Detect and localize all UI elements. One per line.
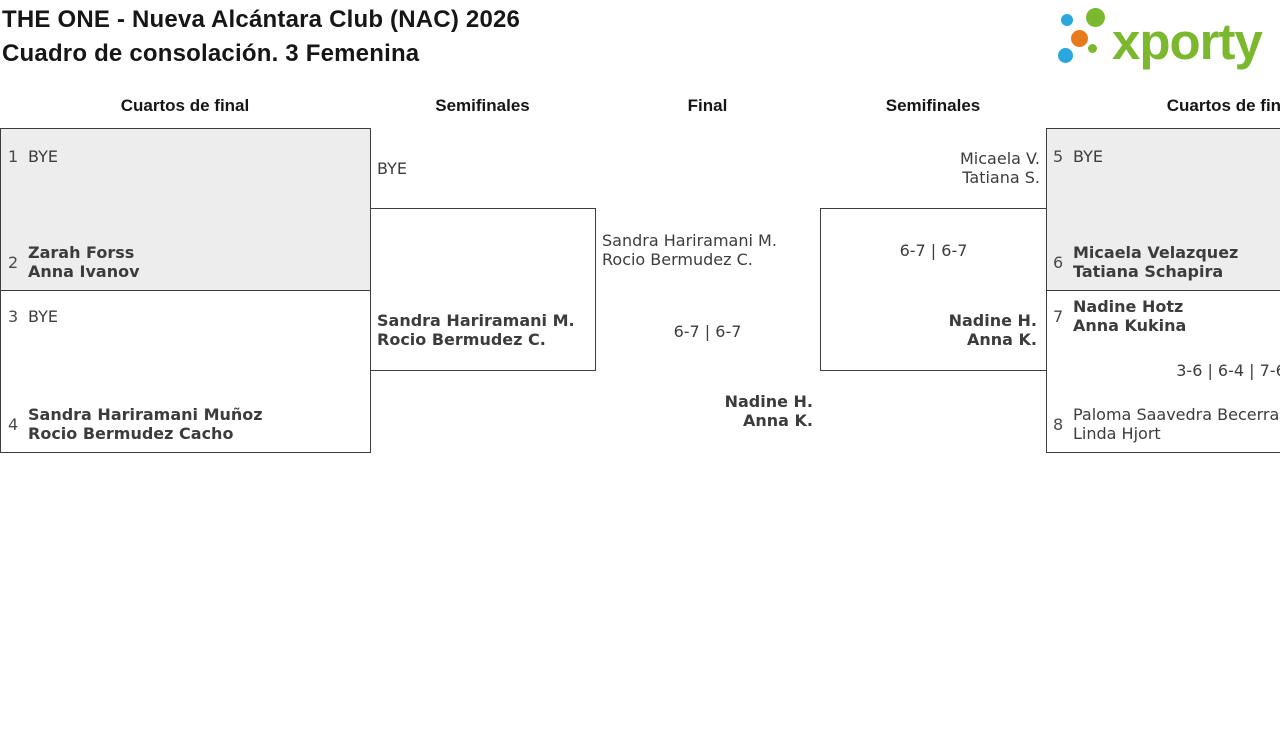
team-slot-sf2-top: Micaela V. Tatiana S. [820,149,1040,187]
team-name-line: BYE [28,147,58,166]
team-name-line: Nadine H. [724,392,813,411]
team-slot-sf1-winner: Sandra Hariramani M. Rocio Bermudez C. [377,311,575,349]
team-slot-qf1-bottom: 2 Zarah Forss Anna Ivanov [8,243,140,281]
team-slot-sf2-winner: Nadine H. Anna K. [820,311,1037,349]
team-slot-sf1-top: BYE [377,159,407,178]
round-header-semifinals-left: Semifinales [435,96,530,115]
team-name-line: Zarah Forss [28,243,135,262]
team-slot-qf1-top: 1 BYE [8,147,58,166]
team-name: Nadine H. Anna K. [820,311,1037,349]
team-name: Sandra Hariramani M. Rocio Bermudez C. [602,231,777,269]
team-name-line: Sandra Hariramani M. [377,311,575,330]
team-name-line: BYE [377,159,407,178]
round-header-semifinals-right: Semifinales [885,96,981,115]
team-name-line: Anna K. [966,330,1037,349]
team-slot-qf4-bottom: 8 Paloma Saavedra Becerra Linda Hjort [1053,405,1279,443]
match-box-qf2[interactable] [0,290,371,453]
xporty-logo[interactable]: xporty [1050,5,1280,71]
team-name-line: Anna Kukina [1073,316,1187,335]
logo-dot-blue-top-icon [1061,14,1073,26]
seed-number: 4 [8,414,19,434]
seed-number: 7 [1053,306,1064,326]
match-box-sf1[interactable] [370,208,596,371]
match-box-qf4[interactable] [1046,290,1280,453]
team-name-line: Sandra Hariramani M. [602,231,777,250]
logo-dot-blue-bottom-icon [1058,48,1073,63]
team-name-line: Sandra Hariramani Muñoz [28,405,263,424]
team-name-line: Paloma Saavedra Becerra [1073,405,1280,424]
team-slot-final-winner: Nadine H. Anna K. [595,392,813,430]
draw-title: Cuadro de consolación. 3 Femenina [2,40,420,67]
team-name: Micaela V. Tatiana S. [820,149,1040,187]
seed-number: 8 [1053,414,1064,434]
team-name: Paloma Saavedra Becerra Linda Hjort [1073,405,1279,443]
team-name: Sandra Hariramani Muñoz Rocio Bermudez C… [28,405,263,443]
team-slot-qf3-bottom: 6 Micaela Velazquez Tatiana Schapira [1053,243,1238,281]
round-header-quarterfinals-right: Cuartos de final [1166,96,1280,115]
team-name-line: Rocio Bermudez C. [377,330,546,349]
match-score-sf2: 6-7 | 6-7 [899,241,968,260]
team-slot-qf2-bottom: 4 Sandra Hariramani Muñoz Rocio Bermudez… [8,405,263,443]
page-title: THE ONE - Nueva Alcántara Club (NAC) 202… [2,3,520,71]
match-box-sf2[interactable] [820,208,1047,371]
seed-number: 5 [1053,147,1064,166]
logo-dot-orange-icon [1071,30,1088,47]
logo-dot-green-large-icon [1086,8,1105,27]
team-name-line: Micaela Velazquez [1073,243,1239,262]
team-name: Micaela Velazquez Tatiana Schapira [1073,243,1238,281]
seed-number: 6 [1053,252,1064,272]
team-name-line: Rocio Bermudez Cacho [28,424,234,443]
team-name-line: Nadine H. [948,311,1037,330]
seed-number: 1 [8,147,19,166]
tournament-title: THE ONE - Nueva Alcántara Club (NAC) 202… [2,6,521,33]
match-box-qf3[interactable] [1046,128,1280,291]
seed-number: 3 [8,307,19,326]
match-score-final: 6-7 | 6-7 [673,322,742,341]
team-name-line: Tatiana Schapira [1073,262,1224,281]
team-slot-final-top: Sandra Hariramani M. Rocio Bermudez C. [602,231,777,269]
team-name-line: Linda Hjort [1073,424,1161,443]
team-name-line: BYE [1073,147,1103,166]
team-slot-qf2-top: 3 BYE [8,307,58,326]
round-header-final: Final [687,96,728,115]
team-name: Zarah Forss Anna Ivanov [28,243,140,281]
team-name-line: Anna K. [742,411,813,430]
team-name-line: Rocio Bermudez C. [602,250,753,269]
seed-number: 2 [8,252,19,272]
team-name: Nadine H. Anna K. [595,392,813,430]
team-name-line: Micaela V. [960,149,1040,168]
match-box-qf1[interactable] [0,128,371,291]
team-name-line: BYE [28,307,58,326]
team-name: Nadine Hotz Anna Kukina [1073,297,1186,335]
team-name-line: Nadine Hotz [1073,297,1184,316]
team-slot-qf4-top: 7 Nadine Hotz Anna Kukina [1053,297,1186,335]
team-name: Sandra Hariramani M. Rocio Bermudez C. [377,311,575,349]
team-name-line: Anna Ivanov [28,262,140,281]
logo-dot-green-small-icon [1088,44,1097,53]
team-slot-qf3-top: 5 BYE [1053,147,1103,166]
round-header-quarterfinals-left: Cuartos de final [120,96,250,115]
logo-wordmark: xporty [1112,13,1263,70]
match-score-qf4: 3-6 | 6-4 | 7-6 [1176,361,1280,380]
team-name-line: Tatiana S. [962,168,1040,187]
